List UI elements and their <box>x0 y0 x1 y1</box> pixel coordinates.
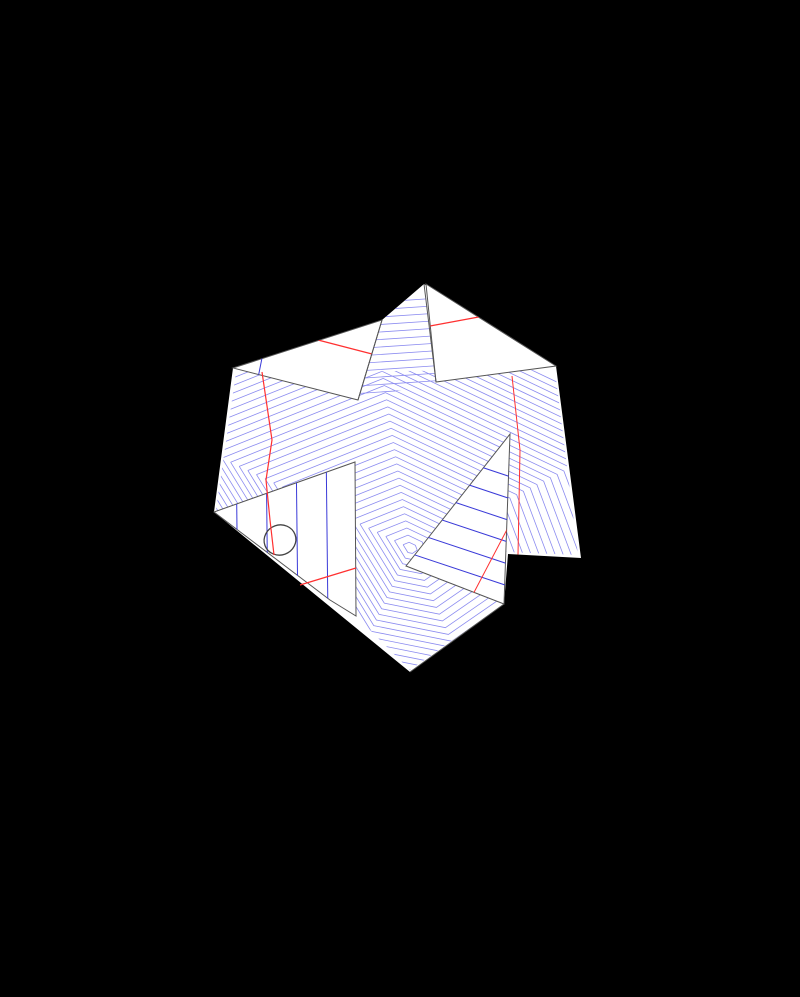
fold-edge-top-middle <box>423 283 437 383</box>
paper-flap-top-right <box>425 283 558 383</box>
margin-line <box>469 519 510 601</box>
punch-hole <box>263 524 297 556</box>
ruled-line <box>221 392 578 670</box>
ruled-line <box>216 377 578 670</box>
margin-line-right <box>511 375 521 556</box>
paper-flap-left <box>212 461 357 617</box>
ruled-line <box>216 370 578 670</box>
fold-edge-bottom <box>409 603 505 673</box>
ruled-line <box>358 380 436 387</box>
ruled-line <box>216 385 578 670</box>
ruled-line <box>406 549 510 591</box>
fold-edge-top <box>357 319 383 401</box>
ruled-line <box>402 541 418 554</box>
paper-flap-right <box>405 432 511 605</box>
flap-tl-margin-line <box>317 339 373 355</box>
margin-line-left <box>261 371 275 556</box>
paper-sheet <box>214 284 581 672</box>
flap-tr-margin-line <box>429 315 485 327</box>
margin-line-bottom <box>299 567 357 586</box>
flap-top-right-lines <box>429 315 485 327</box>
